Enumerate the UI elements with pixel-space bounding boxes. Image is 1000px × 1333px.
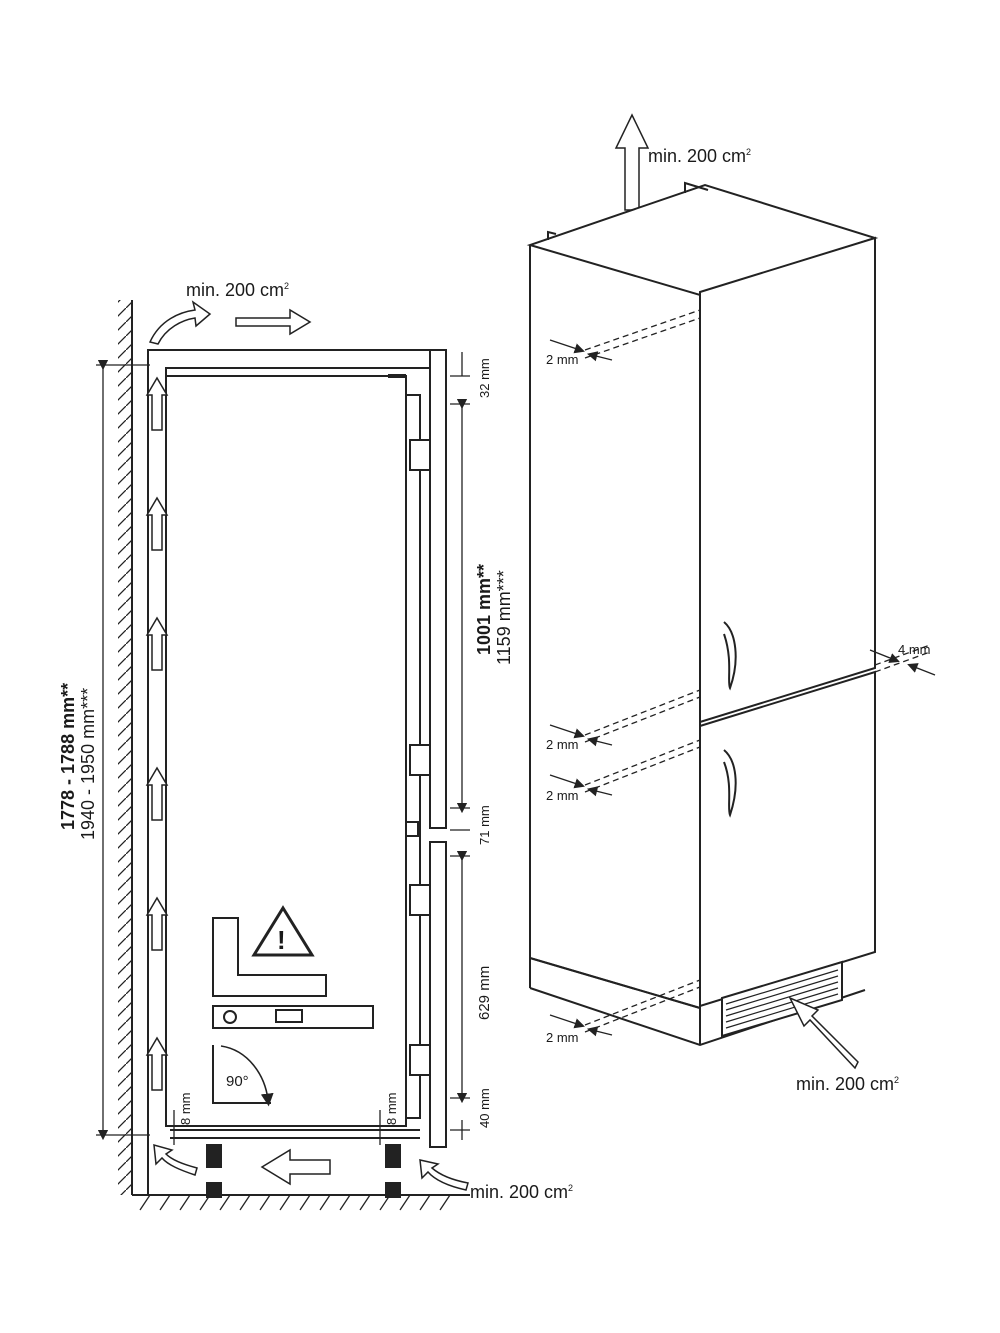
plinth-right-label: 8 mm xyxy=(384,1093,399,1126)
dim-freezer-door: 629 mm xyxy=(476,966,493,1020)
wall xyxy=(118,300,133,1195)
iso-gap-top: 2 mm xyxy=(546,352,579,367)
dim-fridge-door-secondary: 1159 mm*** xyxy=(494,570,514,665)
iso-top-vent-arrow xyxy=(614,113,650,211)
height-secondary: 1940 - 1950 mm*** xyxy=(78,688,98,840)
warning-symbol: ! xyxy=(277,925,286,955)
iso-bottom-vent-label: min. 200 cm2 xyxy=(796,1074,899,1094)
plinth xyxy=(170,1129,420,1198)
iso-bottom-vent-arrow xyxy=(788,996,859,1070)
plinth-left-label: 8 mm xyxy=(178,1093,193,1126)
iso-gap-mid2: 2 mm xyxy=(546,788,579,803)
cabinet-niche xyxy=(147,349,431,1195)
warning-triangle-icon xyxy=(251,905,315,957)
top-vent-arrows xyxy=(148,300,312,345)
side-view xyxy=(96,300,470,1211)
dimension-lines xyxy=(96,352,470,1145)
iso-top-vent-label: min. 200 cm2 xyxy=(648,146,751,166)
angle-icon xyxy=(212,1045,274,1107)
side-top-vent-label: min. 200 cm2 xyxy=(186,280,289,300)
dim-top-gap: 32 mm xyxy=(477,358,492,398)
angle-label: 90° xyxy=(226,1073,249,1090)
iso-gap-pointers xyxy=(549,339,936,1037)
dim-middle-gap: 71 mm xyxy=(477,805,492,845)
iso-gap-bottom: 2 mm xyxy=(546,1030,579,1045)
iso-gap-right: 4 mm xyxy=(898,642,931,657)
spirit-level-icon xyxy=(212,1005,374,1029)
iso-vent-grille xyxy=(721,960,843,1038)
iso-doors xyxy=(699,236,876,1008)
dim-bottom-gap: 40 mm xyxy=(477,1088,492,1128)
bottom-vent-arrows xyxy=(153,1143,469,1191)
furniture-doors xyxy=(429,349,447,1148)
iso-view-labels: min. 200 cm2 min. 200 cm2 2 mm 4 mm 2 mm… xyxy=(546,146,931,1094)
airflow-arrows xyxy=(145,376,169,1091)
iso-view xyxy=(526,113,936,1070)
floor xyxy=(132,1194,470,1211)
side-bottom-vent-label: min. 200 cm2 xyxy=(470,1182,573,1202)
iso-gap-mid1: 2 mm xyxy=(546,737,579,752)
dim-fridge-door-primary: 1001 mm** xyxy=(474,564,494,655)
side-view-labels: min. 200 cm2 min. 200 cm2 1778 - 1788 mm… xyxy=(58,280,573,1202)
carpenter-square-icon xyxy=(212,917,327,997)
height-primary: 1778 - 1788 mm** xyxy=(58,683,78,830)
iso-gap-lines xyxy=(584,309,931,1033)
